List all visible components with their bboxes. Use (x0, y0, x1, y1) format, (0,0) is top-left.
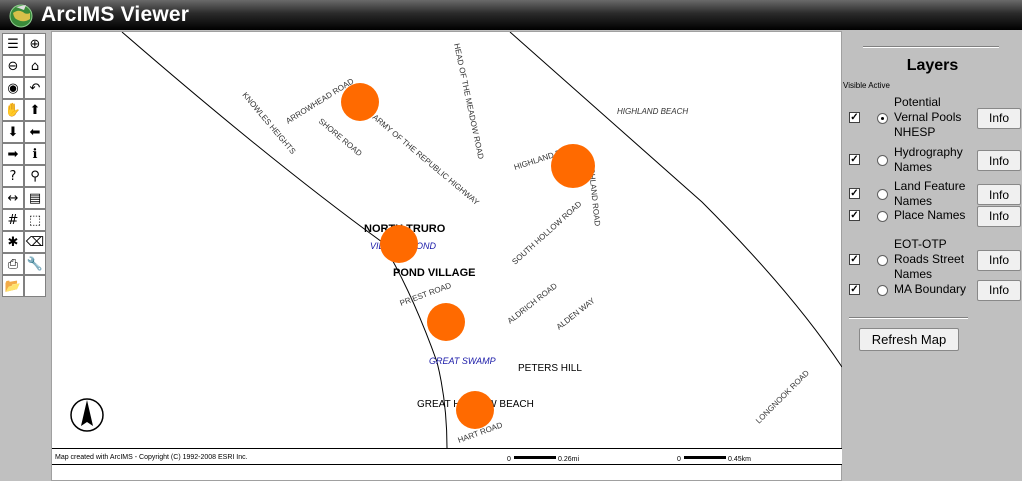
refresh-map-button[interactable]: Refresh Map (859, 328, 959, 351)
blank-tool-slot (24, 275, 46, 297)
divider (849, 317, 968, 319)
pan-north-arrow-icon[interactable]: ⬆ (24, 99, 46, 121)
map-label-alden-way: ALDEN WAY (555, 296, 597, 332)
map-label-head-of-meadow-road: HEAD OF THE MEADOW ROAD (452, 43, 485, 161)
shoreline-line (509, 32, 842, 368)
layer-visible-checkbox[interactable]: ✓ (849, 154, 860, 165)
map-label-aldrich-road: ALDRICH ROAD (506, 281, 559, 325)
attribute-table-icon[interactable]: ▤ (24, 187, 46, 209)
layer-info-button[interactable]: Info (977, 279, 1021, 301)
layer-info-button[interactable]: Info (977, 150, 1021, 171)
north-arrow-icon (70, 398, 104, 432)
pan-east-arrow-icon[interactable]: ➡ (2, 143, 24, 165)
map-label-south-hollow-road: SOUTH HOLLOW ROAD (510, 199, 583, 266)
pan-west-arrow-icon[interactable]: ⬅ (24, 121, 46, 143)
select-grid-icon[interactable]: # (2, 209, 24, 231)
options-wrench-icon[interactable]: 🔧 (24, 253, 46, 275)
open-folder-icon[interactable]: 📂 (2, 275, 24, 297)
toggle-legend-tool-icon[interactable]: ☰ (2, 33, 24, 55)
pan-hand-icon[interactable]: ✋ (2, 99, 24, 121)
layers-title: Layers (906, 57, 959, 74)
zoom-full-extent-icon[interactable]: ⌂ (24, 55, 46, 77)
buffer-tool-icon[interactable]: ✱ (2, 231, 24, 253)
vernal-pool-marker (551, 144, 595, 188)
divider (863, 46, 999, 48)
map-label-shore-road: SHORE ROAD (317, 117, 364, 159)
layer-visible-checkbox[interactable]: ✓ (849, 209, 860, 221)
identify-info-icon[interactable]: ℹ (24, 143, 46, 165)
layers-panel: Layers Visible Active ✓ Potential Vernal … (843, 31, 1022, 481)
vernal-pool-marker (427, 303, 465, 341)
scale-bar-2-start: 0 (677, 456, 681, 463)
print-icon[interactable]: ⎙ (2, 253, 24, 275)
measure-icon[interactable]: ↔ (2, 187, 24, 209)
layer-visible-checkbox[interactable]: ✓ (849, 111, 860, 123)
map-label-great-swamp: GREAT SWAMP (429, 356, 496, 366)
vernal-pool-marker (380, 225, 418, 263)
layer-active-radio[interactable] (877, 112, 888, 124)
layer-active-radio[interactable] (877, 210, 888, 222)
scale-bar-2-end: 0.45km (728, 456, 751, 463)
layer-active-radio[interactable] (877, 155, 888, 166)
zoom-out-tool-icon[interactable]: ⊖ (2, 55, 24, 77)
app-title: ArcIMS Viewer (41, 3, 190, 26)
layer-info-button[interactable]: Info (977, 249, 1021, 271)
layer-info-button[interactable]: Info (977, 107, 1021, 129)
vernal-pool-marker (456, 391, 494, 429)
layer-visible-checkbox[interactable]: ✓ (849, 253, 860, 265)
map-footer: Map created with ArcIMS - Copyright (C) … (52, 448, 842, 465)
scale-bar-1-end: 0.26mi (558, 456, 579, 463)
layer-visible-checkbox[interactable]: ✓ (849, 283, 860, 295)
copyright-text: Map created with ArcIMS - Copyright (C) … (55, 454, 248, 461)
layer-name: Hydrography Names (894, 145, 963, 174)
find-binoculars-icon[interactable]: ⚲ (24, 165, 46, 187)
query-icon[interactable]: ? (2, 165, 24, 187)
scale-bar-1-start: 0 (507, 456, 511, 463)
zoom-active-layer-icon[interactable]: ◉ (2, 77, 24, 99)
scale-bars: 0 0.26mi 0 0.45km (507, 456, 751, 463)
layer-active-radio[interactable] (877, 284, 888, 296)
zoom-in-tool-icon[interactable]: ⊕ (24, 33, 46, 55)
title-bar: ArcIMS Viewer (0, 0, 1022, 30)
layer-name: Land Feature Names (894, 179, 966, 208)
map-label-army-highway: ARMY OF THE REPUBLIC HIGHWAY (371, 113, 482, 208)
map-label-pond-village: POND VILLAGE (393, 267, 476, 279)
layer-info-button[interactable]: Info (977, 184, 1021, 205)
clear-selection-eraser-icon[interactable]: ⌫ (24, 231, 46, 253)
column-header: Visible Active (843, 81, 890, 90)
layer-name: MA Boundary (894, 282, 967, 296)
back-extent-icon[interactable]: ↶ (24, 77, 46, 99)
map-canvas: HIGHLAND BEACH HEAD OF THE MEADOW ROAD K… (70, 32, 842, 448)
select-rectangle-icon[interactable]: ⬚ (24, 209, 46, 231)
layer-visible-checkbox[interactable]: ✓ (849, 188, 860, 199)
layer-active-radio[interactable] (877, 254, 888, 266)
map-view[interactable]: HIGHLAND BEACH HEAD OF THE MEADOW ROAD K… (51, 31, 842, 481)
layer-name: EOT-OTP Roads Street Names (894, 237, 965, 281)
pan-south-arrow-icon[interactable]: ⬇ (2, 121, 24, 143)
globe-logo-icon (4, 1, 38, 29)
map-label-longnook-road: LONGNOOK ROAD (754, 368, 811, 425)
map-label-highland-beach: HIGHLAND BEACH (617, 107, 688, 116)
layer-name: Place Names (894, 208, 966, 222)
tool-palette: ☰⊕⊖⌂◉↶✋⬆⬇⬅➡ℹ?⚲↔▤#⬚✱⌫⎙🔧📂 (2, 33, 48, 297)
map-label-peters-hill: PETERS HILL (518, 363, 582, 374)
vernal-pool-marker (341, 83, 379, 121)
layer-name: Potential Vernal Pools NHESP (894, 95, 962, 139)
layer-active-radio[interactable] (877, 189, 888, 200)
layer-info-button[interactable]: Info (977, 205, 1021, 227)
